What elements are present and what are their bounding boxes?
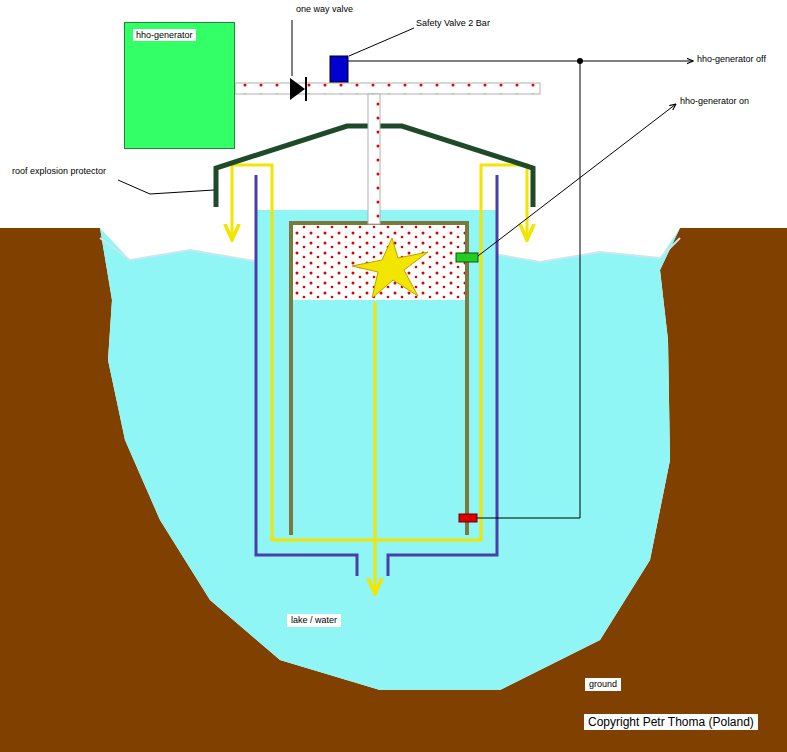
roof-label: roof explosion protector bbox=[12, 166, 106, 177]
valve-label: one way valve bbox=[296, 4, 353, 15]
generator-off-label: hho-generator off bbox=[697, 54, 766, 65]
node-title: hho-generator bbox=[133, 29, 196, 41]
safety-valve-label: Safety Valve 2 Bar bbox=[416, 18, 490, 29]
ground-label: ground bbox=[585, 678, 621, 691]
water-label: lake / water bbox=[287, 614, 341, 627]
generator-on-label: hho-generator on bbox=[680, 96, 749, 107]
generator-box: hho-generator bbox=[124, 22, 235, 149]
copyright-note: Copyright Petr Thoma (Poland) bbox=[584, 714, 758, 730]
